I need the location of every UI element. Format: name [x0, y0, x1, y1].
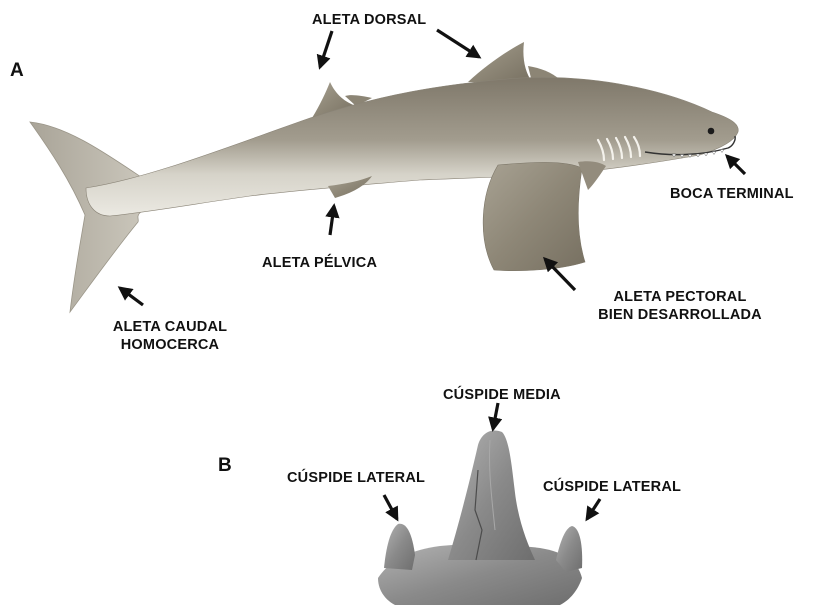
label-left-lateral-cusp: CÚSPIDE LATERAL	[287, 469, 425, 487]
panel-label-b: B	[218, 457, 232, 475]
label-pelvic-fin: ALETA PÉLVICA	[262, 254, 377, 272]
fossil-tooth-photo	[378, 431, 582, 605]
label-pectoral-fin-line1: ALETA PECTORAL	[580, 288, 780, 306]
tooth-left-lateral-cusp	[384, 524, 415, 570]
shark-illustration	[30, 42, 738, 312]
label-right-lateral-cusp: CÚSPIDE LATERAL	[543, 478, 681, 496]
label-pectoral-fin: ALETA PECTORAL BIEN DESARROLLADA	[580, 288, 780, 324]
arrow-left-lateral-cusp	[384, 495, 397, 519]
pectoral-fin	[483, 162, 585, 270]
label-pectoral-fin-line2: BIEN DESARROLLADA	[580, 306, 780, 324]
label-dorsal-fin: ALETA DORSAL	[312, 11, 426, 29]
arrow-pelvic-fin	[330, 206, 334, 235]
label-caudal-fin: ALETA CAUDAL HOMOCERCA	[100, 318, 240, 354]
caudal-fin	[30, 122, 160, 312]
shark-eye	[708, 128, 715, 135]
shark-body	[86, 77, 738, 216]
arrow-dorsal-fin-1	[437, 30, 479, 57]
arrow-caudal-fin	[120, 288, 143, 305]
arrow-mouth	[727, 156, 745, 174]
arrow-dorsal-fin-2	[320, 31, 332, 67]
first-dorsal-fin	[468, 42, 532, 82]
panel-label-a: A	[10, 62, 24, 80]
arrow-right-lateral-cusp	[587, 499, 600, 519]
label-caudal-fin-line1: ALETA CAUDAL	[100, 318, 240, 336]
label-caudal-fin-line2: HOMOCERCA	[100, 336, 240, 354]
label-terminal-mouth: BOCA TERMINAL	[670, 185, 794, 203]
arrow-middle-cusp	[493, 403, 498, 429]
label-middle-cusp: CÚSPIDE MEDIA	[443, 386, 561, 404]
